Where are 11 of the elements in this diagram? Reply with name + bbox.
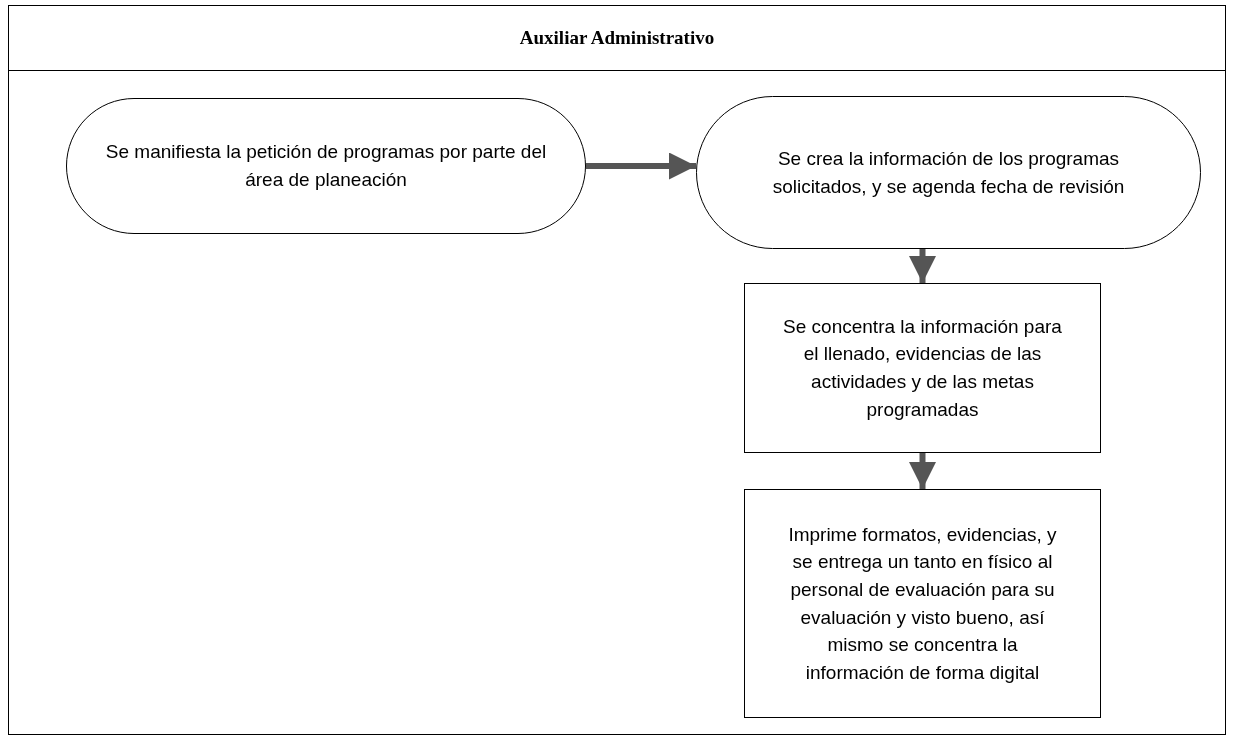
arrow	[909, 453, 936, 489]
node-text: Se manifiesta la petición de programas por parte del área de planeación	[104, 140, 548, 192]
swimlane	[8, 5, 1226, 735]
lane-header: Auxiliar Administrativo	[519, 25, 715, 50]
arrow	[909, 249, 936, 283]
arrow	[586, 152, 696, 180]
process-box	[744, 283, 1101, 453]
process-box	[744, 489, 1101, 718]
node-text: Imprime formatos, evidencias, y se entrega un tanto en físico al personal de evaluación para su evaluación y visto bueno, así mismo se concentra la información de forma digital	[787, 522, 1058, 685]
node-text: Se concentra la información para el llenado, evidencias de las actividades y de las metas programadas	[782, 314, 1063, 422]
node-text: Se crea la información de los programas solicitados, y se agenda fecha de revisión	[771, 146, 1126, 199]
